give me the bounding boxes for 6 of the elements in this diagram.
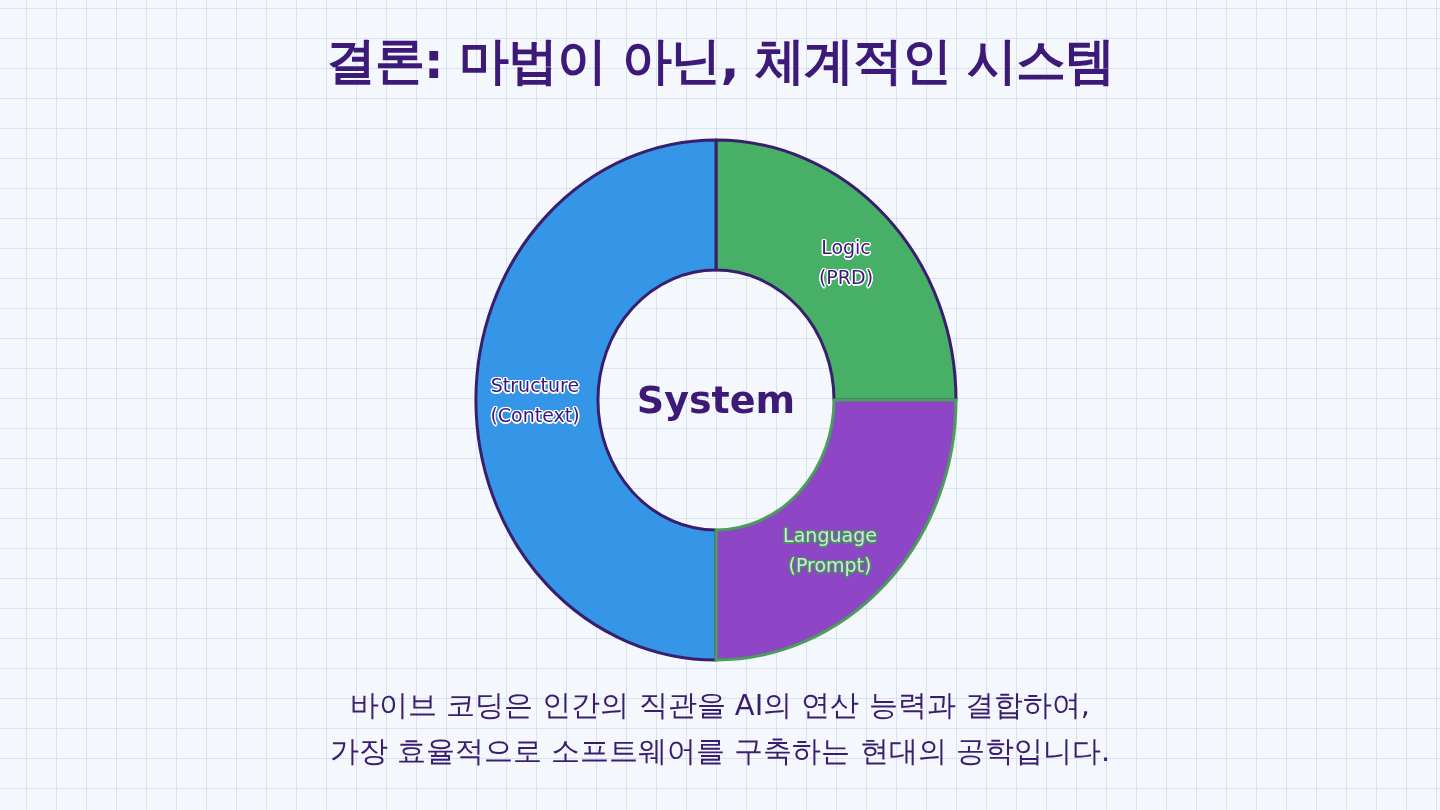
segment-label: Logic (PRD) [818,235,874,290]
title: 결론: 마법이 아닌, 체계적인 시스템 [325,32,1115,90]
segment-label: Structure (Context) [490,373,580,428]
center-label: System [636,378,796,422]
caption: 바이브 코딩은 인간의 직관을 AI의 연산 능력과 결합하여, 가장 효율적으로 소프트웨어를 구축하는 현대의 공학입니다. [328,687,1112,770]
segment-label: Language (Prompt) [783,523,877,578]
